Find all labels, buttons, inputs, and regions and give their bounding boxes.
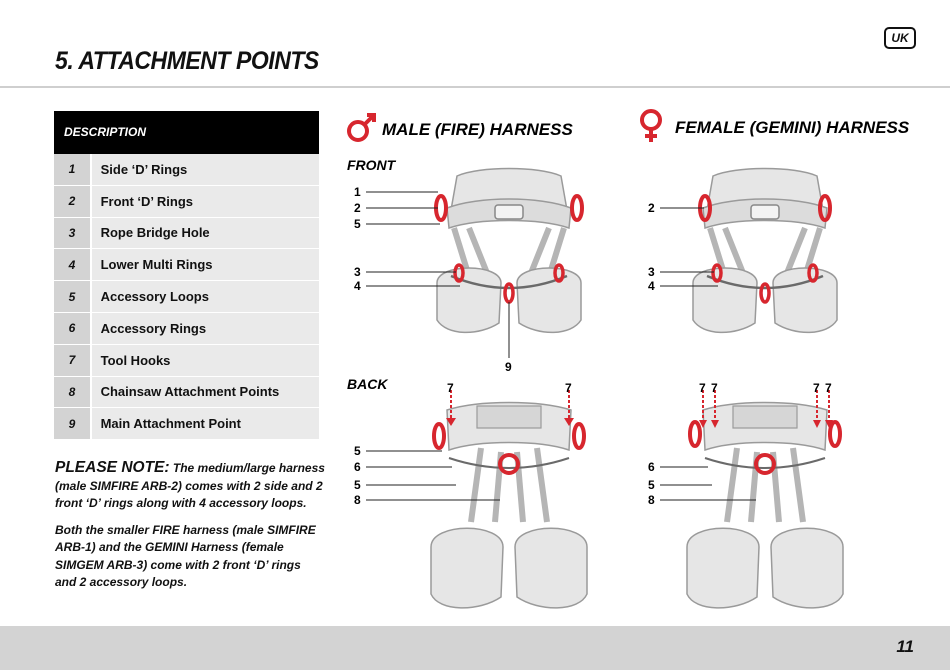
svg-text:4: 4 <box>354 279 361 293</box>
svg-text:1: 1 <box>354 185 361 199</box>
note-lead: PLEASE NOTE: <box>55 459 170 476</box>
svg-text:3: 3 <box>354 265 361 279</box>
row-label: Side ‘D’ Rings <box>91 154 319 185</box>
female-front-harness <box>693 169 837 333</box>
svg-text:7: 7 <box>813 381 820 395</box>
row-label: Rope Bridge Hole <box>91 217 319 249</box>
row-number: 8 <box>54 376 90 408</box>
svg-text:7: 7 <box>565 381 572 395</box>
male-back-leaders <box>366 450 500 501</box>
note-paragraph: PLEASE NOTE: The medium/large harness (m… <box>55 459 325 513</box>
svg-text:2: 2 <box>648 201 655 215</box>
row-number: 9 <box>54 408 90 440</box>
male-front-leaders <box>366 191 510 358</box>
row-number: 3 <box>54 217 90 249</box>
female-harness-title: FEMALE (GEMINI) HARNESS <box>675 118 910 137</box>
page-title: 5. ATTACHMENT POINTS <box>55 47 319 75</box>
note-text: The medium/large harness (male SIMFIRE A… <box>55 461 325 510</box>
svg-text:4: 4 <box>648 279 655 293</box>
row-number: 6 <box>54 312 90 344</box>
row-label: Accessory Rings <box>91 312 319 344</box>
svg-text:5: 5 <box>354 478 361 492</box>
row-number: 1 <box>54 154 90 185</box>
harness-diagrams: MALE (FIRE) HARNESS FEMALE (GEMINI) HARN… <box>347 109 910 626</box>
male-front-callouts: 1 2 5 3 4 9 <box>354 185 512 374</box>
row-label: Front ‘D’ Rings <box>91 185 319 217</box>
male-harness-title: MALE (FIRE) HARNESS <box>382 120 573 139</box>
row-number: 7 <box>54 344 90 376</box>
svg-text:7: 7 <box>825 381 832 395</box>
svg-text:8: 8 <box>648 493 655 507</box>
svg-text:2: 2 <box>354 201 361 215</box>
female-back-harness <box>687 390 843 608</box>
svg-text:3: 3 <box>648 265 655 279</box>
row-number: 4 <box>54 249 90 281</box>
table-header: DESCRIPTION <box>54 111 319 154</box>
note-block: PLEASE NOTE: The medium/large harness (m… <box>55 459 325 601</box>
title-divider <box>0 86 950 88</box>
front-label: FRONT <box>347 157 397 173</box>
male-symbol-icon <box>347 113 376 142</box>
row-label: Tool Hooks <box>91 344 319 376</box>
language-badge: UK <box>884 27 916 49</box>
svg-text:5: 5 <box>354 444 361 458</box>
svg-text:7: 7 <box>447 381 454 395</box>
row-number: 2 <box>54 185 90 217</box>
note-paragraph: Both the smaller FIRE harness (male SIMF… <box>55 522 316 590</box>
row-label: Accessory Loops <box>91 281 319 312</box>
male-back-callouts: 5 6 5 8 7 7 <box>354 381 572 507</box>
male-front-harness <box>434 169 584 333</box>
svg-text:6: 6 <box>648 460 655 474</box>
female-symbol-icon <box>640 109 662 142</box>
male-back-harness <box>431 390 587 608</box>
female-back-leaders <box>660 466 756 501</box>
svg-text:7: 7 <box>699 381 706 395</box>
svg-text:5: 5 <box>354 217 361 231</box>
female-front-callouts: 2 3 4 <box>648 201 655 293</box>
row-label: Lower Multi Rings <box>91 249 319 281</box>
row-label: Main Attachment Point <box>91 408 319 440</box>
page-footer: 11 <box>0 626 950 670</box>
back-label: BACK <box>347 376 388 392</box>
page-number: 11 <box>896 637 914 656</box>
female-back-callouts: 6 5 8 7 7 7 7 <box>648 381 832 507</box>
svg-text:9: 9 <box>505 360 512 374</box>
svg-text:7: 7 <box>711 381 718 395</box>
row-number: 5 <box>54 281 90 312</box>
svg-text:8: 8 <box>354 493 361 507</box>
row-label: Chainsaw Attachment Points <box>91 376 319 408</box>
female-front-leaders <box>660 207 718 287</box>
svg-text:5: 5 <box>648 478 655 492</box>
svg-text:6: 6 <box>354 460 361 474</box>
